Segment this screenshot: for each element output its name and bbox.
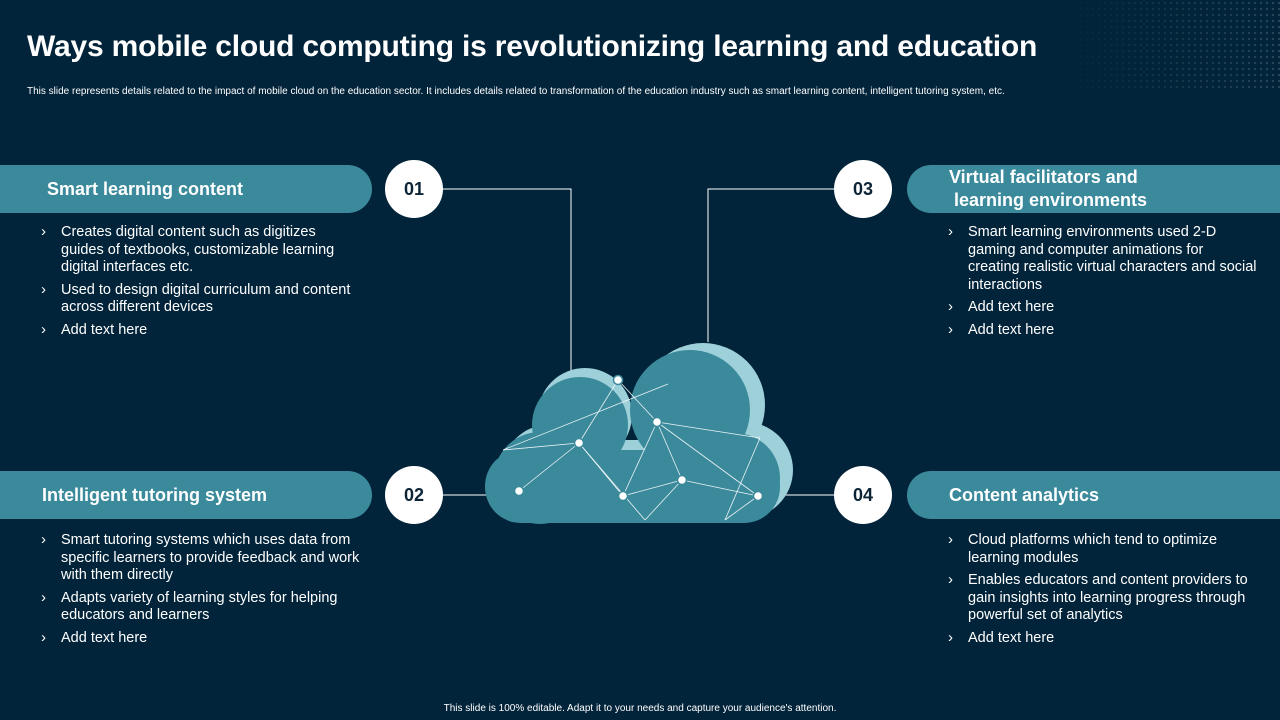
footer-note: This slide is 100% editable. Adapt it to…	[443, 703, 837, 714]
section-04-heading: Content analytics	[949, 484, 1100, 505]
connector-01	[443, 188, 572, 378]
list-item: Add text here	[948, 629, 1258, 648]
list-item: Smart learning environments used 2-D gam…	[948, 223, 1258, 294]
page-subtitle: This slide represents details related to…	[27, 86, 1005, 97]
list-item: Add text here	[41, 321, 361, 340]
section-02-banner: Intelligent tutoring system	[0, 471, 372, 519]
section-01-banner: Smart learning content	[0, 165, 372, 213]
list-item: Smart tutoring systems which uses data f…	[41, 531, 361, 585]
section-04-number-badge: 04	[834, 466, 892, 524]
connector-lines	[443, 188, 835, 496]
cloud-network-icon	[485, 343, 793, 524]
list-item: Adapts variety of learning styles for he…	[41, 589, 361, 625]
section-02-number: 02	[403, 484, 425, 505]
list-item: Add text here	[948, 298, 1258, 317]
list-item: Enables educators and content providers …	[948, 571, 1258, 625]
list-item: Cloud platforms which tend to optimize l…	[948, 531, 1258, 567]
section-02-number-badge: 02	[385, 466, 443, 524]
section-04-number: 04	[852, 484, 874, 505]
section-03-number: 03	[852, 178, 874, 199]
section-01-heading: Smart learning content	[47, 178, 244, 199]
section-03-banner: Virtual facilitators and learning enviro…	[907, 165, 1280, 213]
page-title: Ways mobile cloud computing is revolutio…	[27, 30, 1038, 63]
section-04-banner: Content analytics	[907, 471, 1280, 519]
section-01-number: 01	[403, 178, 425, 199]
section-03-bullet-list: Smart learning environments used 2-D gam…	[948, 223, 1258, 344]
list-item: Used to design digital curriculum and co…	[41, 281, 361, 317]
section-02-bullet-list: Smart tutoring systems which uses data f…	[41, 531, 361, 652]
section-03-heading-line2: learning environments	[954, 190, 1148, 210]
section-04-bullet-list: Cloud platforms which tend to optimize l…	[948, 531, 1258, 652]
section-03-number-badge: 03	[834, 160, 892, 218]
list-item: Add text here	[41, 629, 361, 648]
list-item: Creates digital content such as digitize…	[41, 223, 361, 277]
section-03-heading: Virtual facilitators and learning enviro…	[949, 166, 1147, 212]
list-item: Add text here	[948, 321, 1258, 340]
connector-03	[707, 188, 835, 342]
section-01-bullet-list: Creates digital content such as digitize…	[41, 223, 361, 344]
section-01-number-badge: 01	[385, 160, 443, 218]
section-02-heading: Intelligent tutoring system	[42, 484, 268, 505]
section-03-heading-line1: Virtual facilitators and	[949, 167, 1138, 187]
decorative-dot-pattern	[1060, 0, 1280, 90]
